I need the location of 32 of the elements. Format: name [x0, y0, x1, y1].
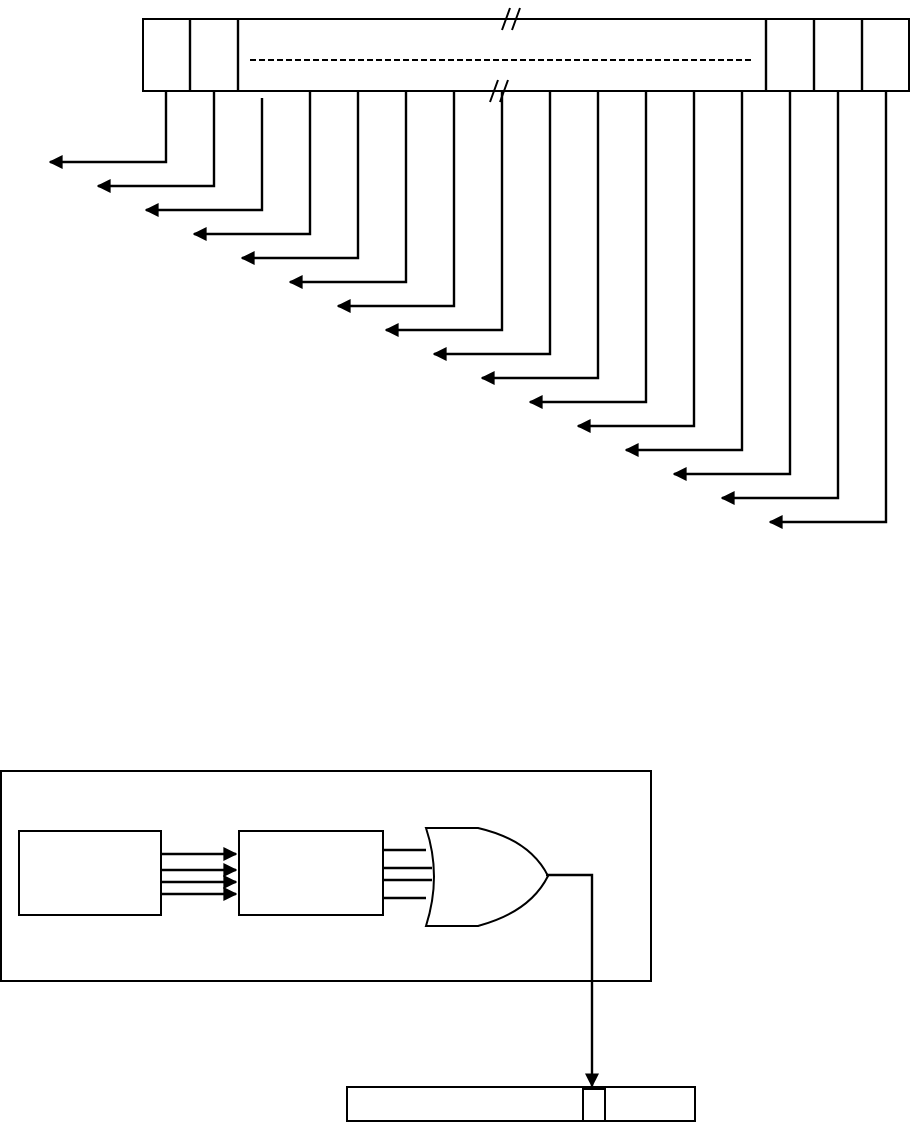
arrow — [336, 92, 456, 313]
arrow — [160, 887, 238, 901]
connector-line — [382, 878, 432, 882]
register-bar — [142, 18, 910, 92]
block-box — [582, 1088, 606, 1122]
connector-line — [382, 866, 432, 870]
arrow — [720, 92, 840, 505]
arrow — [624, 92, 744, 457]
or-gate-symbol — [426, 828, 548, 926]
arrow — [160, 863, 238, 877]
arrow — [768, 92, 888, 529]
arrow — [576, 92, 696, 433]
arrow — [160, 847, 238, 861]
arrow — [288, 92, 408, 289]
connector-line — [382, 896, 426, 900]
arrow — [546, 873, 599, 1088]
block-box — [238, 830, 384, 916]
arrow — [96, 92, 216, 193]
arrow — [144, 98, 264, 217]
block-box — [0, 770, 652, 982]
arrow — [160, 875, 238, 889]
arrow — [192, 92, 312, 241]
arrow — [672, 92, 792, 481]
arrow — [48, 92, 168, 169]
register-bar — [346, 1086, 696, 1122]
arrow — [432, 92, 552, 361]
connector-line — [382, 848, 426, 852]
arrow — [528, 92, 648, 409]
arrow — [384, 92, 504, 337]
block-box — [18, 830, 162, 916]
arrow — [480, 92, 600, 385]
arrow — [240, 92, 360, 265]
